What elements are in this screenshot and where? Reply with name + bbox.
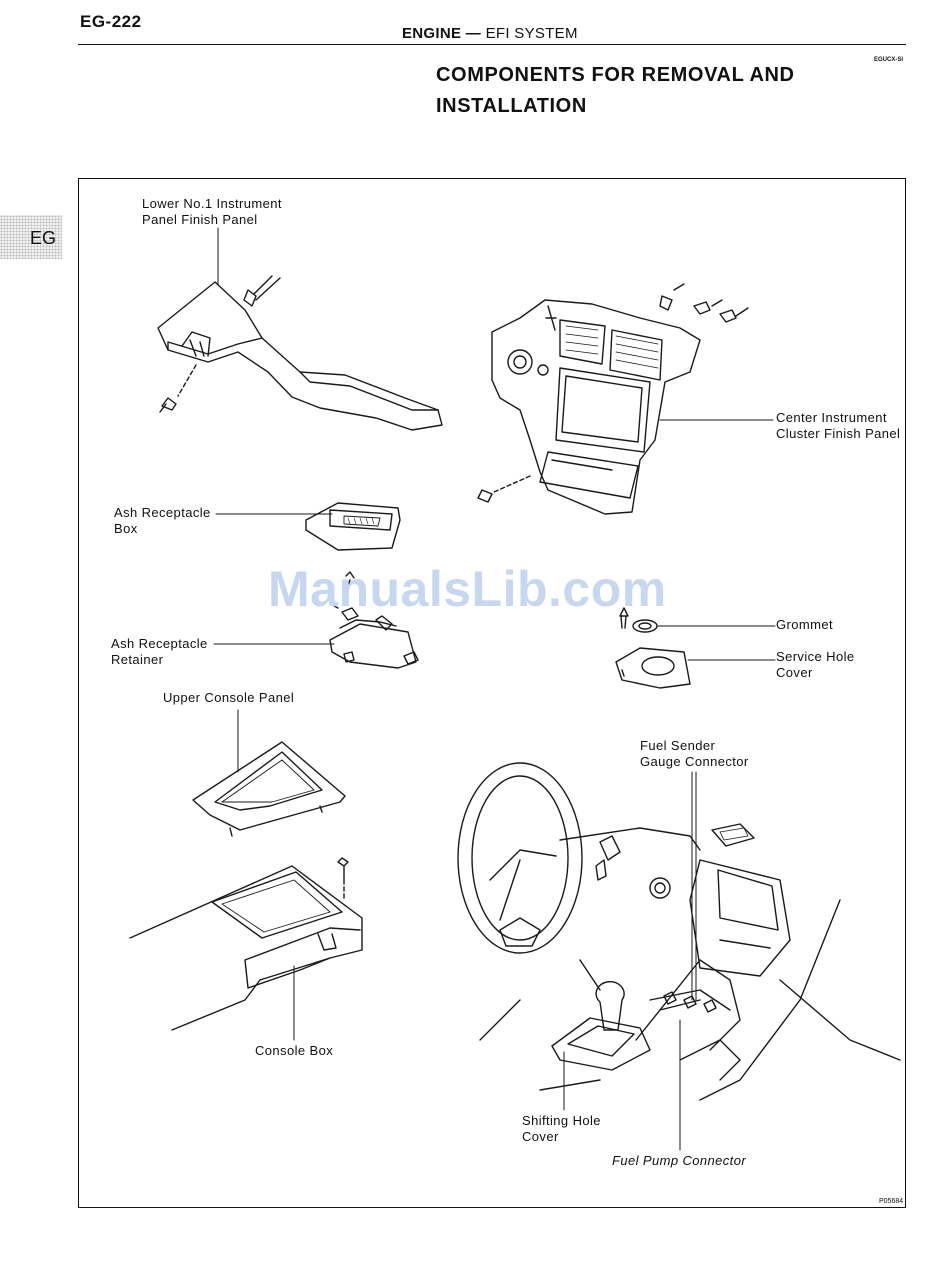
upper-console-drawing — [192, 741, 346, 837]
label-center-cluster-panel: Center Instrument Cluster Finish Panel — [776, 410, 901, 441]
console-box-drawing — [129, 857, 363, 1031]
figure-code: P05684 — [879, 1198, 904, 1205]
center-cluster-drawing — [477, 283, 749, 515]
section-tab[interactable]: EG — [30, 228, 57, 248]
page-number: EG-222 — [80, 12, 142, 31]
document-code: EGUCX-SI — [874, 57, 904, 63]
label-fuel-pump-connector: Fuel Pump Connector — [612, 1153, 747, 1168]
section-separator: — — [465, 25, 482, 42]
ash-retainer-drawing — [329, 571, 419, 669]
label-fuel-sender-connector: Fuel Sender Gauge Connector — [640, 738, 749, 769]
header-rule — [78, 44, 906, 45]
label-upper-console-panel: Upper Console Panel — [163, 690, 295, 705]
service-cover-drawing — [615, 607, 691, 689]
section-tab-background — [0, 215, 62, 259]
label-shifting-hole-cover: Shifting Hole Cover — [522, 1113, 601, 1144]
page-title: COMPONENTS FOR REMOVAL AND INSTALLATION — [436, 64, 795, 117]
figure-frame — [78, 178, 906, 1208]
section-title: ENGINE — EFI SYSTEM — [402, 25, 578, 42]
lower-panel-drawing — [157, 275, 443, 431]
watermark: ManualsLib.com — [268, 561, 667, 617]
label-grommet: Grommet — [776, 617, 833, 632]
label-console-box: Console Box — [255, 1043, 334, 1058]
cabin-drawing — [457, 762, 901, 1101]
subsection-name: EFI SYSTEM — [485, 25, 578, 42]
ash-box-drawing — [305, 502, 401, 551]
label-lower-instrument-panel: Lower No.1 Instrument Panel Finish Panel — [142, 196, 282, 227]
label-ash-receptacle-box: Ash Receptacle Box — [114, 505, 211, 536]
label-ash-receptacle-retainer: Ash Receptacle Retainer — [111, 636, 208, 667]
leader-lines — [213, 227, 776, 1151]
section-name: ENGINE — [402, 25, 462, 42]
label-service-hole-cover: Service Hole Cover — [776, 649, 855, 680]
